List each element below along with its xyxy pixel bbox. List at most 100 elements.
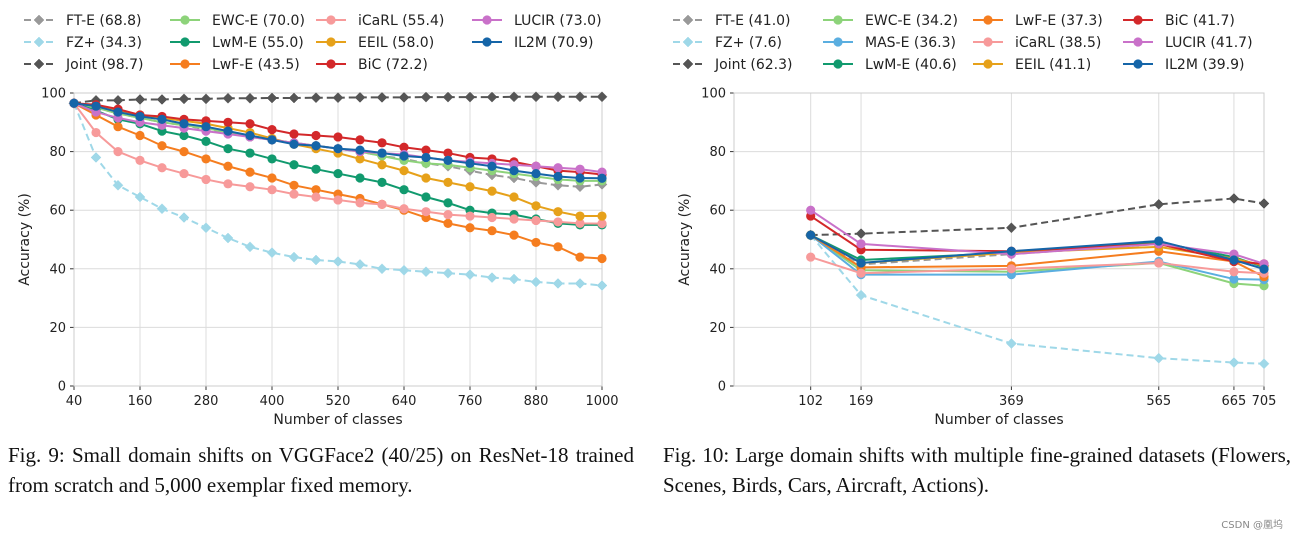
fig10-legend-marker-eeil bbox=[983, 59, 993, 69]
fig9-point-il2m bbox=[377, 148, 387, 158]
fig10-point-fz bbox=[1228, 357, 1240, 368]
fig10-series-line-lucir bbox=[810, 209, 1265, 265]
fig10-legend-marker-ft-e bbox=[682, 14, 694, 26]
fig10-xtick-label: 565 bbox=[1146, 394, 1171, 409]
fig9-point-icarl bbox=[333, 195, 343, 205]
fig9-legend-marker-il2m bbox=[482, 37, 492, 47]
fig10-legend-label-lucir: LUCIR (41.7) bbox=[1165, 35, 1253, 51]
fig9-ytick-label: 20 bbox=[49, 321, 66, 336]
fig10-legend-label-icarl: iCaRL (38.5) bbox=[1015, 35, 1101, 51]
fig9-point-fz bbox=[420, 266, 432, 278]
fig10-legend-label-joint: Joint (62.3) bbox=[714, 57, 793, 73]
fig9-xtick-label: 880 bbox=[524, 394, 549, 409]
fig9-point-bic bbox=[311, 130, 321, 141]
fig10-legend-marker-lucir bbox=[1133, 37, 1143, 47]
fig9-point-joint bbox=[486, 91, 498, 103]
fig9-point-il2m bbox=[443, 155, 453, 165]
fig9-point-icarl bbox=[575, 218, 585, 228]
fig10-ytick-label: 20 bbox=[709, 321, 726, 336]
fig9-ytick-label: 40 bbox=[49, 262, 66, 277]
fig9-point-lucir bbox=[531, 161, 541, 171]
fig10-point-il2m bbox=[1259, 264, 1269, 274]
fig9-point-il2m bbox=[113, 107, 123, 117]
fig9-point-eeil bbox=[597, 211, 607, 221]
fig10-point-fz bbox=[1258, 358, 1270, 370]
fig10-legend-label-lwm-e: LwM-E (40.6) bbox=[865, 57, 957, 73]
fig9-point-joint bbox=[552, 91, 564, 103]
fig10-xtick-label: 665 bbox=[1222, 394, 1247, 409]
fig10-series-line-mas-e bbox=[810, 234, 1265, 281]
fig9-legend-marker-icarl bbox=[326, 15, 336, 25]
fig9-point-joint bbox=[376, 92, 388, 103]
fig10-series-line-ft-e bbox=[810, 234, 1265, 267]
fig9-point-il2m bbox=[223, 126, 233, 136]
fig10-legend-marker-il2m bbox=[1133, 59, 1143, 69]
fig9-x-axis-title: Number of classes bbox=[273, 412, 402, 428]
fig9-legend-marker-ft-e bbox=[33, 14, 45, 26]
fig10-point-icarl bbox=[856, 268, 866, 278]
fig9-point-eeil bbox=[465, 182, 475, 192]
fig9-point-lwf-e bbox=[245, 167, 255, 177]
fig9-point-icarl bbox=[399, 204, 409, 214]
fig9-legend-label-lwf-e: LwF-E (43.5) bbox=[212, 57, 300, 73]
fig9-point-icarl bbox=[201, 174, 211, 185]
fig9-legend-label-joint: Joint (98.7) bbox=[65, 57, 144, 73]
fig9-point-il2m bbox=[355, 145, 365, 155]
fig10-ytick-label: 80 bbox=[709, 145, 726, 160]
fig10-xtick-label: 102 bbox=[798, 394, 823, 409]
fig10-point-icarl bbox=[1154, 258, 1164, 268]
fig10-point-icarl bbox=[806, 252, 816, 262]
fig9-legend-label-lucir: LUCIR (73.0) bbox=[514, 13, 602, 29]
fig9-point-joint bbox=[574, 91, 586, 103]
fig9-legend-label-eeil: EEIL (58.0) bbox=[358, 35, 434, 51]
fig9-point-il2m bbox=[509, 166, 519, 176]
fig9-point-il2m bbox=[311, 141, 321, 151]
fig9-point-joint bbox=[530, 91, 542, 103]
fig10-y-axis-title: Accuracy (%) bbox=[677, 193, 693, 286]
fig9-point-bic bbox=[421, 145, 431, 155]
fig9-point-icarl bbox=[91, 127, 101, 138]
fig9-point-icarl bbox=[377, 199, 387, 209]
fig9-point-il2m bbox=[399, 151, 409, 161]
fig9-legend-label-icarl: iCaRL (55.4) bbox=[358, 13, 444, 29]
fig9-point-lwf-e bbox=[157, 141, 167, 151]
fig9-point-joint bbox=[222, 92, 234, 104]
fig9-point-fz bbox=[244, 241, 256, 253]
fig9-point-il2m bbox=[135, 111, 145, 122]
fig9-ytick-label: 100 bbox=[41, 87, 66, 102]
fig9-point-joint bbox=[288, 92, 300, 104]
fig10-xtick-label: 369 bbox=[999, 394, 1024, 409]
fig10-point-il2m bbox=[806, 230, 816, 240]
fig9-point-lwf-e bbox=[135, 130, 145, 141]
fig9-legend-marker-bic bbox=[326, 59, 336, 69]
fig9-point-lwm-e bbox=[179, 130, 189, 141]
fig9-point-lwm-e bbox=[289, 160, 299, 170]
fig9-legend-label-il2m: IL2M (70.9) bbox=[514, 35, 593, 51]
fig10-legend-label-lwf-e: LwF-E (37.3) bbox=[1015, 13, 1103, 29]
fig9-point-lwm-e bbox=[267, 154, 277, 164]
fig9-point-fz bbox=[90, 152, 102, 163]
fig9-point-icarl bbox=[245, 182, 255, 192]
fig10-ytick-label: 40 bbox=[709, 262, 726, 277]
fig9-point-eeil bbox=[575, 211, 585, 221]
fig10-point-lucir bbox=[856, 239, 866, 249]
fig9-point-lwf-e bbox=[553, 242, 563, 252]
fig9-point-lwm-e bbox=[377, 177, 387, 187]
fig9-point-il2m bbox=[487, 161, 497, 171]
fig10-point-icarl bbox=[1006, 264, 1017, 274]
fig9-legend-label-bic: BiC (72.2) bbox=[358, 57, 428, 73]
fig9-point-fz bbox=[508, 273, 520, 285]
fig9-legend-marker-lwm-e bbox=[180, 37, 190, 47]
fig9-point-lwf-e bbox=[575, 252, 585, 262]
fig9-point-icarl bbox=[355, 198, 365, 208]
fig9-point-joint bbox=[398, 92, 410, 103]
fig9-point-il2m bbox=[267, 135, 277, 145]
fig10-x-axis-title: Number of classes bbox=[934, 412, 1063, 428]
fig9-point-bic bbox=[245, 119, 255, 129]
fig9-point-joint bbox=[354, 92, 366, 103]
fig10-point-joint bbox=[855, 228, 867, 239]
fig9-point-fz bbox=[288, 251, 300, 263]
fig9-point-icarl bbox=[531, 215, 541, 226]
fig10-xtick-label: 705 bbox=[1252, 394, 1277, 409]
